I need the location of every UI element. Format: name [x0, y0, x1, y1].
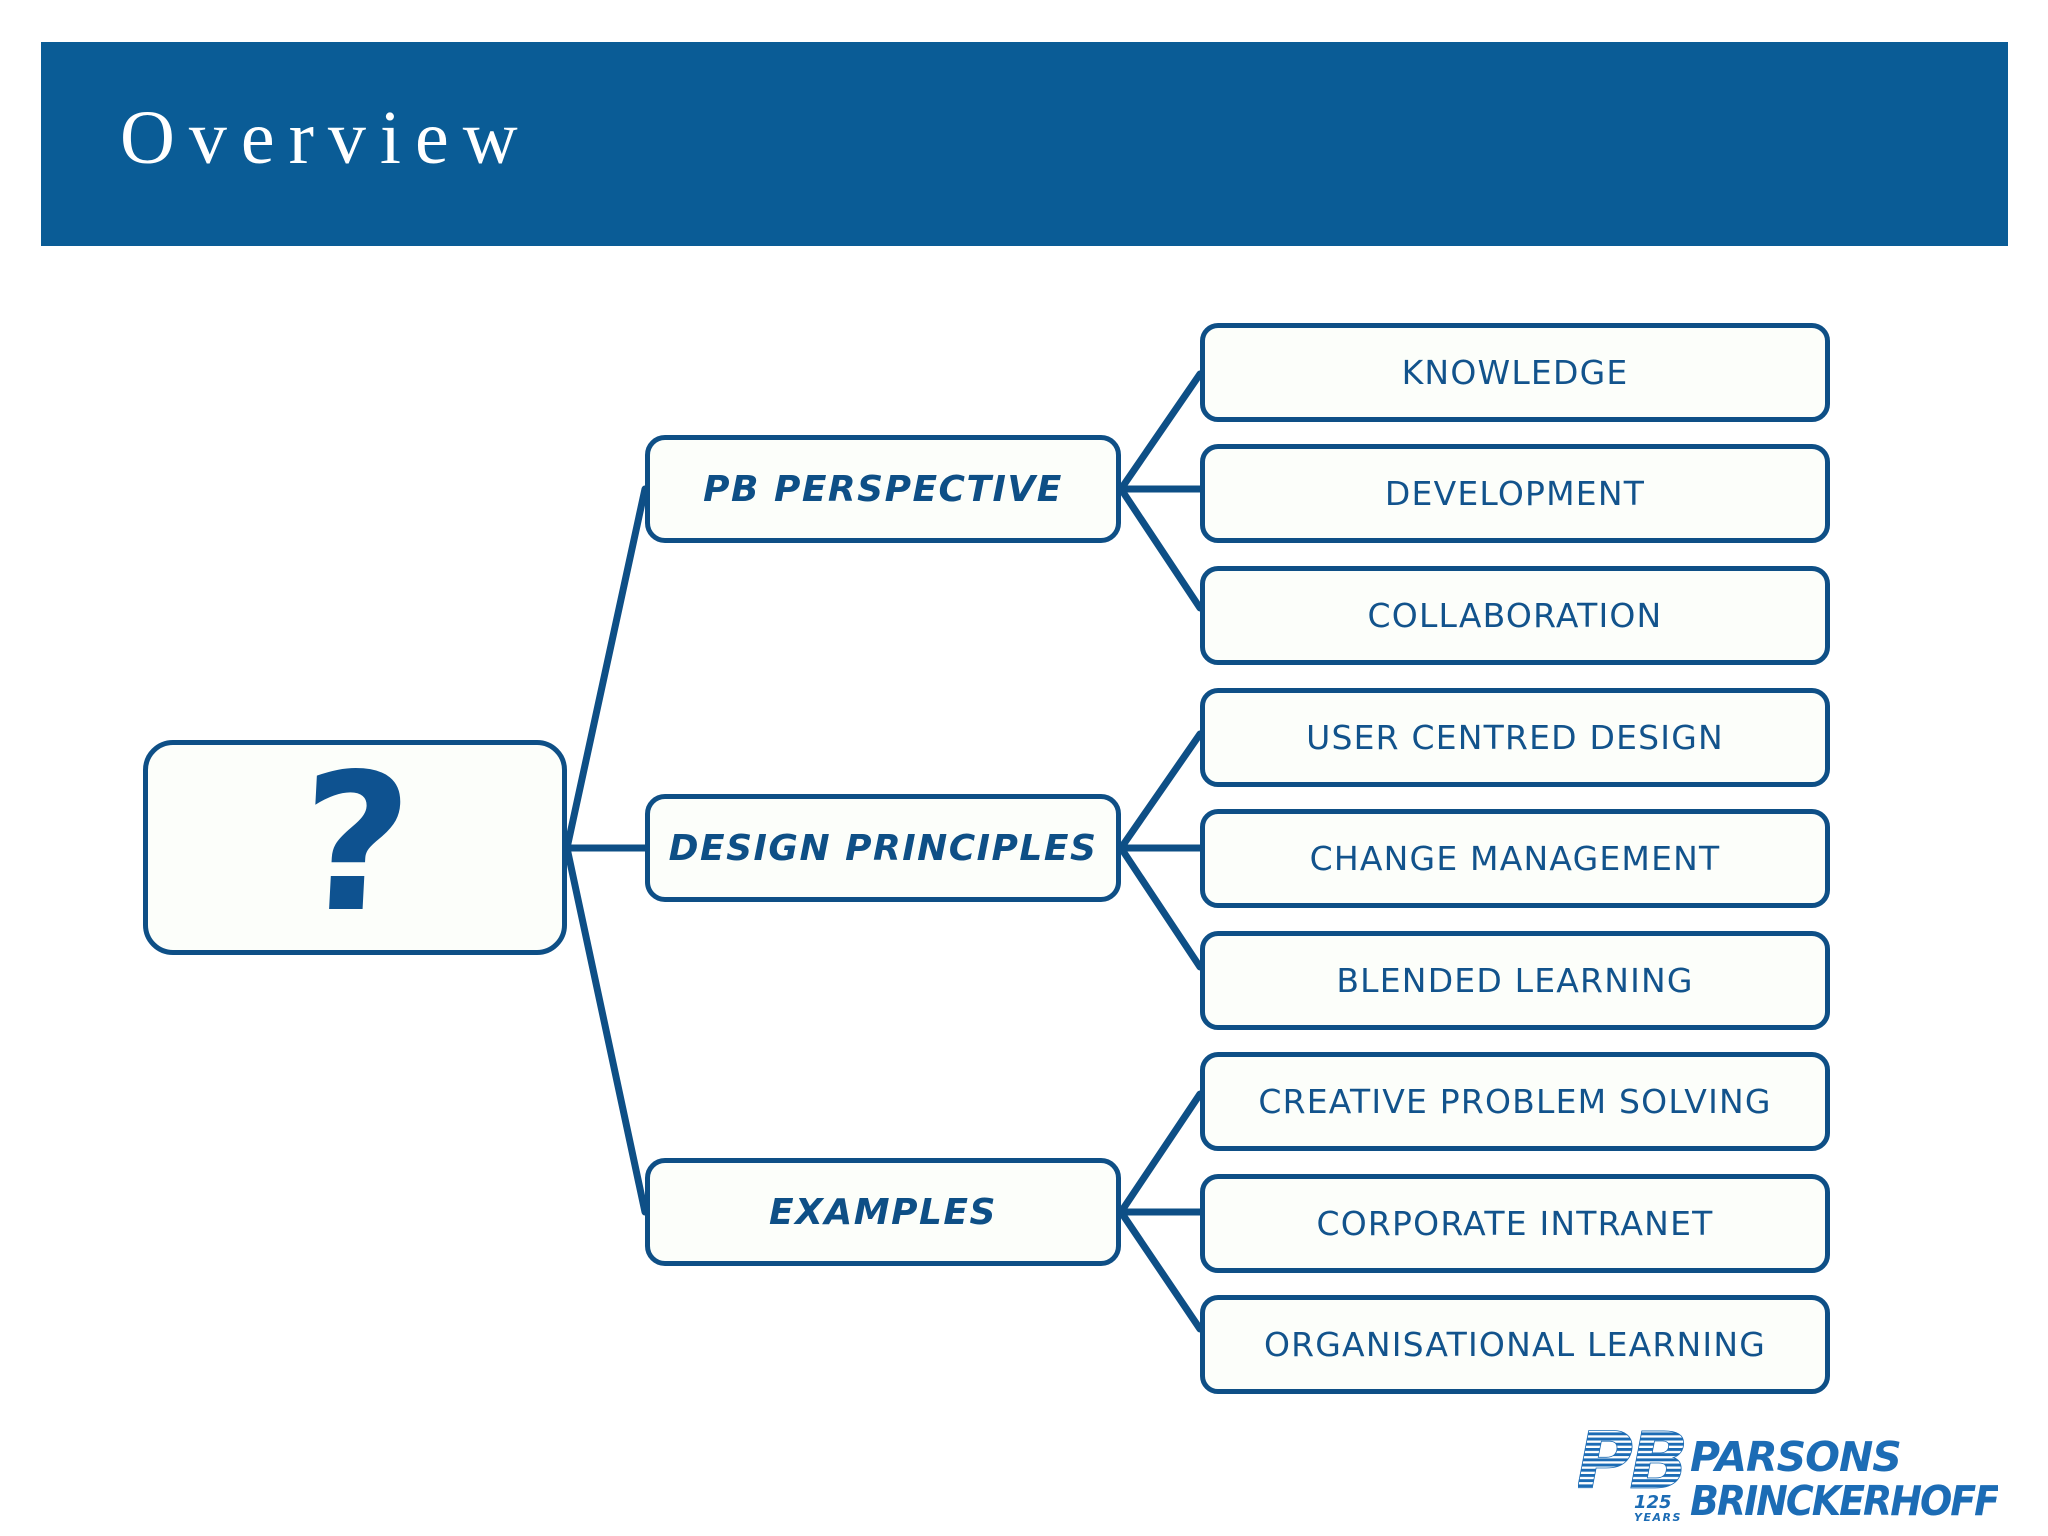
connector-branch-2-to-leaf-1 — [1117, 730, 1204, 852]
leaf-node-collaboration[interactable]: COLLABORATION — [1200, 566, 1830, 665]
leaf-label: BLENDED LEARNING — [1336, 961, 1694, 1000]
leaf-label: USER CENTRED DESIGN — [1306, 718, 1724, 757]
logo-anniversary-number: 125 — [1634, 1492, 1672, 1513]
leaf-label: COLLABORATION — [1367, 596, 1663, 635]
leaf-node-knowledge[interactable]: KNOWLEDGE — [1200, 323, 1830, 422]
logo-name-line-2: BRINCKERHOFF — [1690, 1477, 1998, 1525]
leaf-node-organisational-learning[interactable]: ORGANISATIONAL LEARNING — [1200, 1295, 1830, 1394]
leaf-label: CHANGE MANAGEMENT — [1309, 839, 1721, 878]
branch-label: DESIGN PRINCIPLES — [668, 827, 1098, 869]
parsons-brinckerhoff-logo: PB PB 125 YEARS PARSONS BRINCKERHOFF — [1578, 1422, 1998, 1530]
logo-name-line-1: PARSONS — [1690, 1433, 1901, 1481]
svg-text:PB: PB — [1578, 1422, 1685, 1507]
leaf-node-change-management[interactable]: CHANGE MANAGEMENT — [1200, 809, 1830, 908]
logo-anniversary-word: YEARS — [1634, 1511, 1682, 1524]
leaf-label: CREATIVE PROBLEM SOLVING — [1258, 1082, 1772, 1121]
question-mark-icon: ? — [294, 732, 417, 954]
connector-branch-1-to-leaf-3 — [1117, 485, 1204, 612]
branch-node-examples[interactable]: EXAMPLES — [645, 1158, 1121, 1266]
connector-branch-1-to-leaf-1 — [1117, 370, 1204, 493]
branch-label: PB PERSPECTIVE — [703, 468, 1063, 510]
leaf-label: CORPORATE INTRANET — [1316, 1204, 1714, 1243]
page-title: Overview — [120, 96, 532, 180]
leaf-node-corporate-intranet[interactable]: CORPORATE INTRANET — [1200, 1174, 1830, 1273]
branch-node-design-principles[interactable]: DESIGN PRINCIPLES — [645, 794, 1121, 902]
connector-branch-3-to-leaf-3 — [1117, 1208, 1204, 1333]
root-node-question[interactable]: ? — [143, 732, 567, 955]
svg-text:PB: PB — [1578, 1422, 1685, 1507]
leaf-node-user-centred-design[interactable]: USER CENTRED DESIGN — [1200, 688, 1830, 787]
leaf-node-development[interactable]: DEVELOPMENT — [1200, 444, 1830, 543]
leaf-label: ORGANISATIONAL LEARNING — [1263, 1325, 1767, 1364]
connector-branch-3-to-leaf-1 — [1117, 1090, 1204, 1216]
leaf-label: DEVELOPMENT — [1384, 474, 1646, 513]
branch-label: EXAMPLES — [769, 1191, 997, 1233]
branch-node-pb-perspective[interactable]: PB PERSPECTIVE — [645, 435, 1121, 543]
connector-branch-2-to-leaf-3 — [1117, 844, 1204, 971]
logo-monogram-icon: PB PB — [1578, 1422, 1689, 1507]
connector-root-to-branch-1 — [563, 485, 649, 852]
title-banner — [41, 42, 2008, 246]
connector-root-to-branch-3 — [563, 844, 649, 1216]
leaf-node-blended-learning[interactable]: BLENDED LEARNING — [1200, 931, 1830, 1030]
leaf-node-creative-problem-solving[interactable]: CREATIVE PROBLEM SOLVING — [1200, 1052, 1830, 1151]
leaf-label: KNOWLEDGE — [1401, 353, 1629, 392]
